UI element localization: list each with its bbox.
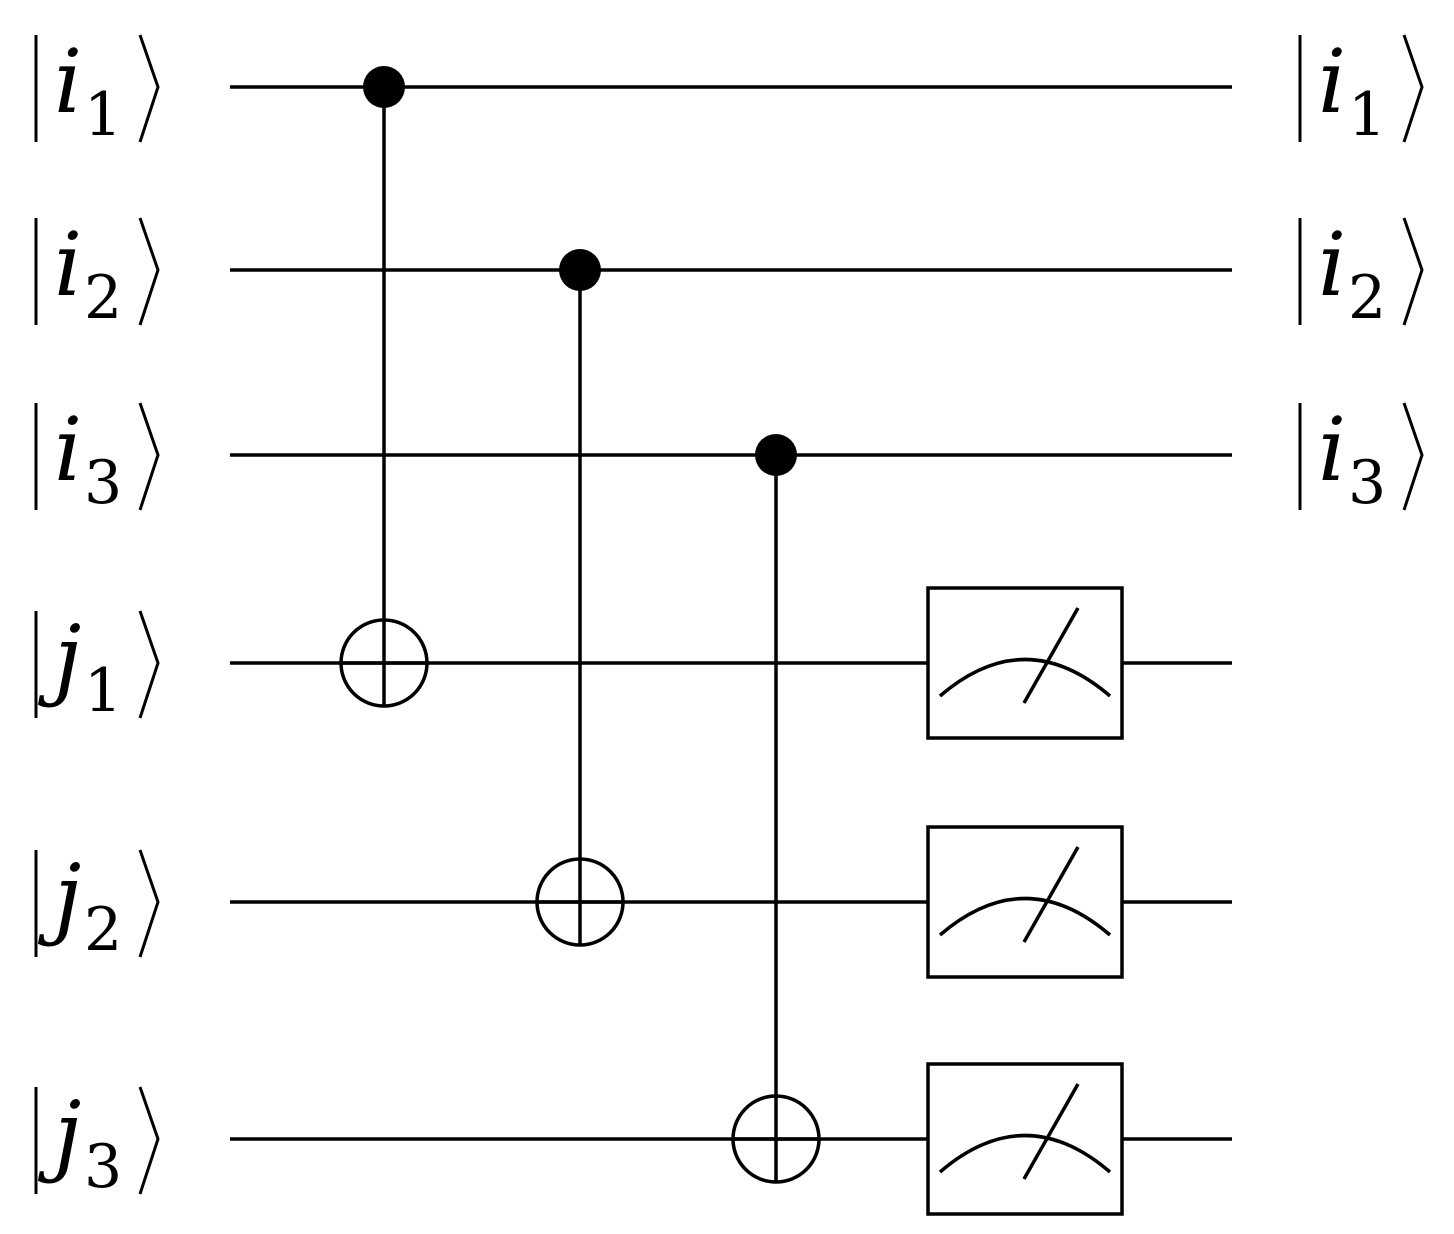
- meter-arc-icon: [938, 1133, 1112, 1174]
- ket-symbol-input: j: [37, 1082, 81, 1185]
- cnot-control-dot: [755, 434, 797, 476]
- meter-arc-icon: [938, 896, 1112, 937]
- ket-symbol-output: i: [1318, 30, 1346, 133]
- measurement-meter: [926, 1062, 1124, 1216]
- measurement-meter: [926, 825, 1124, 979]
- ket-angle-input: [138, 34, 160, 143]
- meter-needle-icon: [1022, 607, 1080, 704]
- ket-subscript-output: 2: [1348, 263, 1386, 333]
- ket-subscript-output: 1: [1348, 80, 1386, 150]
- ket-symbol-input: j: [37, 845, 81, 948]
- ket-symbol-output: i: [1318, 398, 1346, 501]
- cnot-control-dot: [559, 249, 601, 291]
- ket-subscript-input: 1: [84, 80, 122, 150]
- ket-symbol-input: i: [54, 398, 82, 501]
- ket-angle-output: [1402, 402, 1424, 511]
- ket-angle-input: [138, 1086, 160, 1195]
- ket-subscript-input: 3: [84, 1132, 122, 1202]
- ket-symbol-output: i: [1318, 213, 1346, 316]
- ket-angle-input: [138, 610, 160, 719]
- ket-subscript-output: 3: [1348, 448, 1386, 518]
- ket-subscript-input: 3: [84, 448, 122, 518]
- meter-arc-icon: [938, 657, 1112, 698]
- ket-subscript-input: 2: [84, 263, 122, 333]
- ket-symbol-input: i: [54, 30, 82, 133]
- ket-angle-input: [138, 849, 160, 958]
- ket-angle-output: [1402, 217, 1424, 326]
- ket-angle-output: [1402, 34, 1424, 143]
- ket-symbol-input: j: [37, 606, 81, 709]
- ket-symbol-input: i: [54, 213, 82, 316]
- ket-subscript-input: 1: [84, 656, 122, 726]
- ket-subscript-input: 2: [84, 895, 122, 965]
- meter-needle-icon: [1022, 1083, 1080, 1180]
- ket-angle-input: [138, 402, 160, 511]
- cnot-control-dot: [363, 66, 405, 108]
- meter-needle-icon: [1022, 846, 1080, 943]
- measurement-meter: [926, 586, 1124, 740]
- ket-angle-input: [138, 217, 160, 326]
